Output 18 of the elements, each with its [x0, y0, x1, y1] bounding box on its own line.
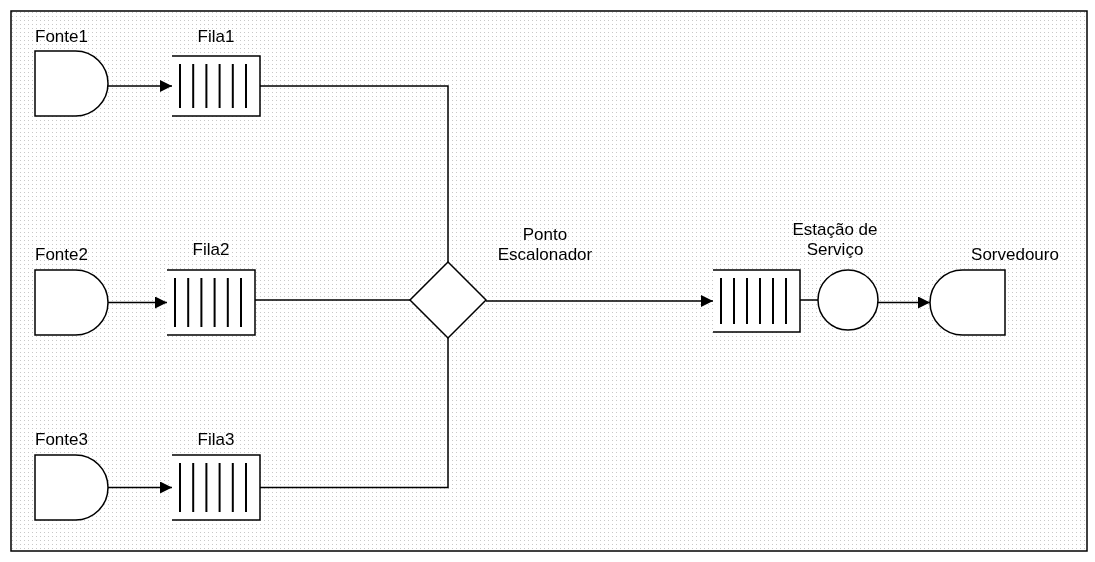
- node-label: Ponto Escalonador: [496, 225, 594, 265]
- node-label: Fila2: [191, 240, 231, 260]
- node-label: Fonte2: [35, 245, 89, 265]
- node-label: Sorvedouro: [970, 245, 1060, 265]
- connector-arrow: [877, 296, 931, 309]
- node-label: Fonte1: [35, 27, 89, 47]
- connector-arrow: [107, 296, 168, 309]
- connector-arrow: [485, 295, 714, 307]
- connector-arrow: [107, 481, 173, 494]
- connector-line: [254, 299, 411, 301]
- node-label: Fonte3: [35, 430, 89, 450]
- connector-line: [259, 337, 449, 489]
- node-label: Estação de Serviço: [791, 220, 879, 260]
- node-label: Fila3: [196, 430, 236, 450]
- connector-line: [259, 85, 449, 263]
- connector-line: [799, 299, 819, 301]
- node-label: Fila1: [196, 27, 236, 47]
- connector-arrow: [107, 80, 173, 92]
